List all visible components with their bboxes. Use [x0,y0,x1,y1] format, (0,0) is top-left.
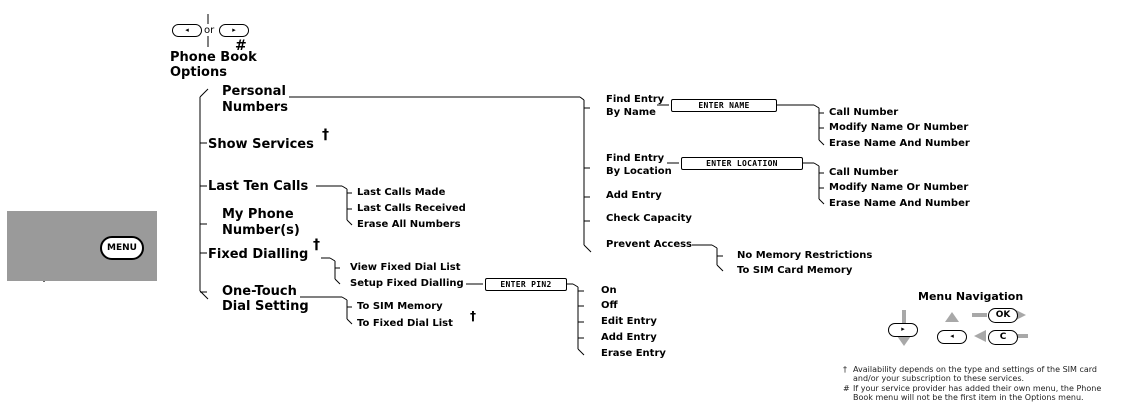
menu-my-phone[interactable]: My Phone [222,207,294,222]
phone-keypad-illustration: MENU [7,211,157,281]
to-fixed-dial-list[interactable]: To Fixed Dial List [357,318,453,329]
find-entry-by-name-line2[interactable]: By Name [606,107,656,118]
location-modify-name-or-number[interactable]: Modify Name Or Number [829,182,969,193]
pin-option-add-entry[interactable]: Add Entry [601,332,657,343]
check-capacity[interactable]: Check Capacity [606,213,692,224]
find-entry-by-name-line1[interactable]: Find Entry [606,94,665,105]
menu-my-phone-numbers[interactable]: Number(s) [222,223,300,238]
location-call-number[interactable]: Call Number [829,167,899,178]
nav-c-key-icon: C [988,330,1018,345]
pin-option-erase-entry[interactable]: Erase Entry [601,348,666,359]
show-services-dagger: † [322,127,329,143]
erase-all-numbers[interactable]: Erase All Numbers [357,219,461,230]
footnote-hash-mark: # [843,384,850,393]
nav-right-key-icon: ▸ [888,323,918,337]
pin-option-off[interactable]: Off [601,300,618,311]
fixed-dialling-dagger: † [313,237,320,253]
right-key-icon[interactable]: ▸ [219,24,249,37]
footnote-hash-line2: Book menu will not be the first item in … [853,393,1084,402]
last-calls-made[interactable]: Last Calls Made [357,187,446,198]
menu-personal[interactable]: Personal [222,84,286,99]
no-memory-restrictions[interactable]: No Memory Restrictions [737,250,873,261]
menu-navigation-title: Menu Navigation [918,290,1024,303]
enter-pin2-display: ENTER PIN2 [485,278,567,291]
location-erase-name-and-number[interactable]: Erase Name And Number [829,198,970,209]
nav-ok-key-icon: OK [988,308,1018,323]
prevent-access[interactable]: Prevent Access [606,239,693,250]
footnote-hash-line1: If your service provider has added their… [853,384,1102,393]
menu-show-services[interactable]: Show Services [208,137,314,152]
find-entry-by-location-line2[interactable]: By Location [606,166,672,177]
last-calls-received[interactable]: Last Calls Received [357,203,466,214]
pin-option-edit-entry[interactable]: Edit Entry [601,316,657,327]
phone-book-title: Phone Book [170,50,257,65]
pin-option-on[interactable]: On [601,285,617,296]
footnote-dagger-line2: and/or your subscription to these servic… [853,374,1025,383]
name-erase-name-and-number[interactable]: Erase Name And Number [829,138,970,149]
view-fixed-dial-list[interactable]: View Fixed Dial List [350,262,461,273]
menu-fixed-dialling[interactable]: Fixed Dialling [208,247,309,262]
menu-dial-setting[interactable]: Dial Setting [222,299,309,314]
setup-fixed-dialling[interactable]: Setup Fixed Dialling [350,278,464,289]
menu-one-touch[interactable]: One-Touch [222,284,297,299]
nav-left-key-icon: ◂ [937,330,967,344]
phone-book-hash-mark: # [235,38,247,54]
to-sim-card-memory[interactable]: To SIM Card Memory [737,265,853,276]
enter-location-display: ENTER LOCATION [681,157,803,170]
name-call-number[interactable]: Call Number [829,107,899,118]
to-fixed-dial-list-dagger: † [470,309,476,323]
footnote-dagger-mark: † [843,365,847,374]
left-key-icon[interactable]: ◂ [172,24,202,37]
or-label: or [204,25,215,36]
enter-name-display: ENTER NAME [671,99,777,112]
find-entry-by-location-line1[interactable]: Find Entry [606,153,665,164]
menu-personal-numbers[interactable]: Numbers [222,100,288,115]
to-sim-memory[interactable]: To SIM Memory [357,301,443,312]
name-modify-name-or-number[interactable]: Modify Name Or Number [829,122,969,133]
add-entry[interactable]: Add Entry [606,190,662,201]
menu-key-icon[interactable]: MENU [100,236,144,260]
footnote-dagger-line1: Availability depends on the type and set… [853,365,1097,374]
options-label: Options [170,65,227,80]
menu-last-ten-calls[interactable]: Last Ten Calls [208,179,309,194]
